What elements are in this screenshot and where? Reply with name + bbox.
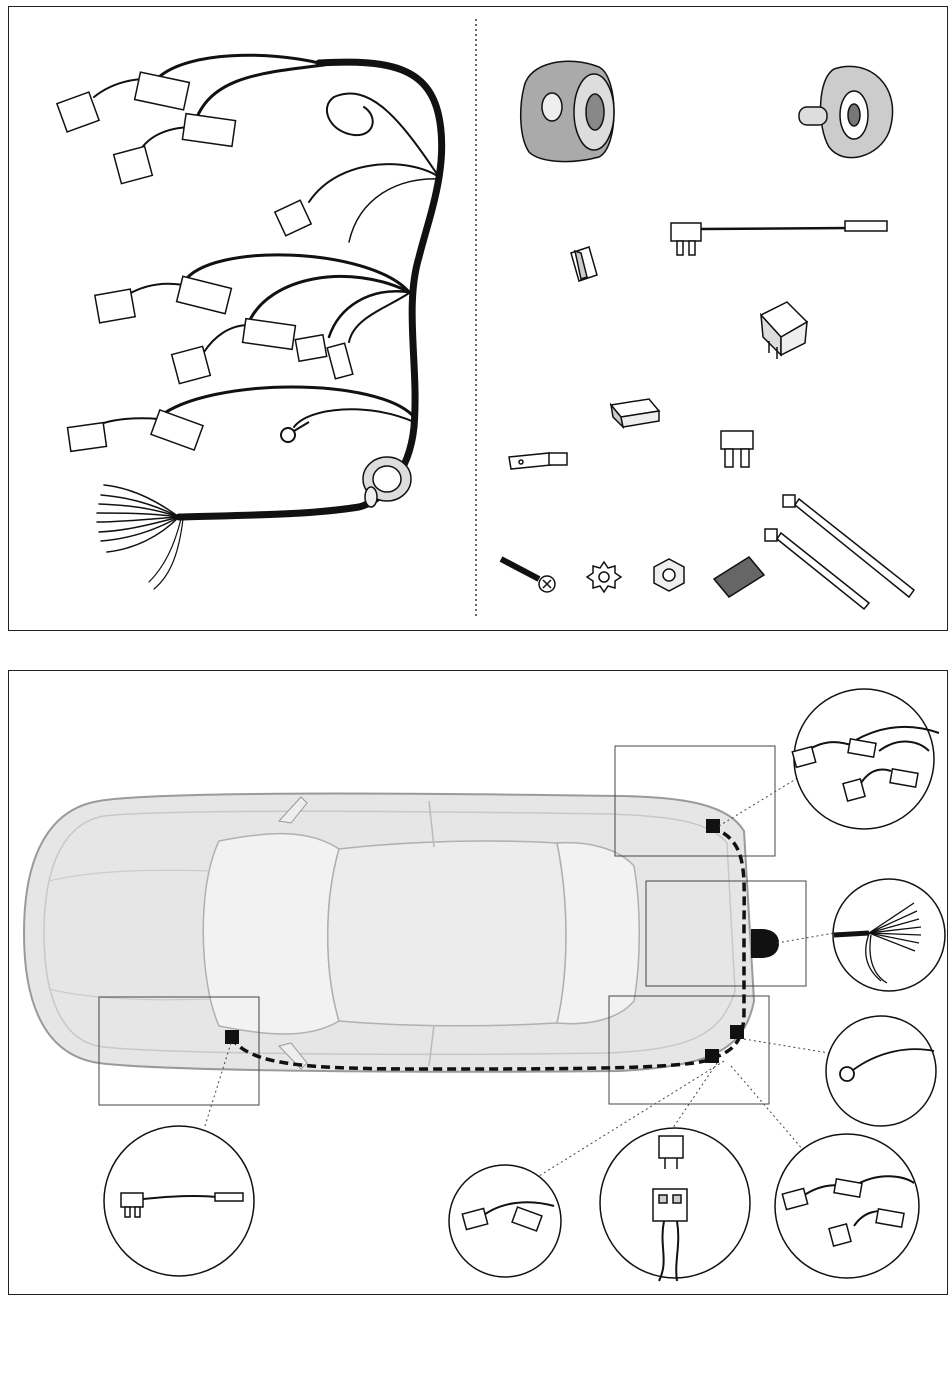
blade-terminal [509, 453, 567, 469]
socket-gasket [799, 66, 893, 157]
bullet-connector [611, 399, 659, 427]
installation-panel [8, 670, 948, 1295]
kit-contents-panel [8, 6, 948, 631]
lock-washer [587, 562, 621, 592]
callout-socket-wires [833, 879, 945, 991]
callout-ground-ring [826, 1016, 936, 1126]
relay [761, 302, 807, 359]
fuse-holder-wire [671, 221, 887, 255]
callout-relay-connector [600, 1128, 750, 1281]
cable-tie-long [783, 495, 914, 597]
foam-pad [714, 557, 764, 597]
harness-connectors [57, 72, 353, 451]
callout-center-connector [449, 1165, 561, 1277]
installation-drawing [9, 671, 947, 1294]
callout-rear-right-connectors [775, 1134, 919, 1278]
trailer-socket [521, 61, 614, 161]
car-top-view [24, 794, 754, 1072]
callout-rear-left-connectors [792, 689, 939, 829]
kit-contents-drawing [9, 7, 947, 630]
cable-tie-short [765, 529, 869, 609]
mini-fuse [721, 431, 753, 467]
screw [501, 559, 555, 592]
callout-front-fuse-holder [104, 1126, 254, 1276]
connector-block [571, 247, 597, 281]
nut [654, 559, 684, 591]
cable-grommet [363, 457, 411, 507]
